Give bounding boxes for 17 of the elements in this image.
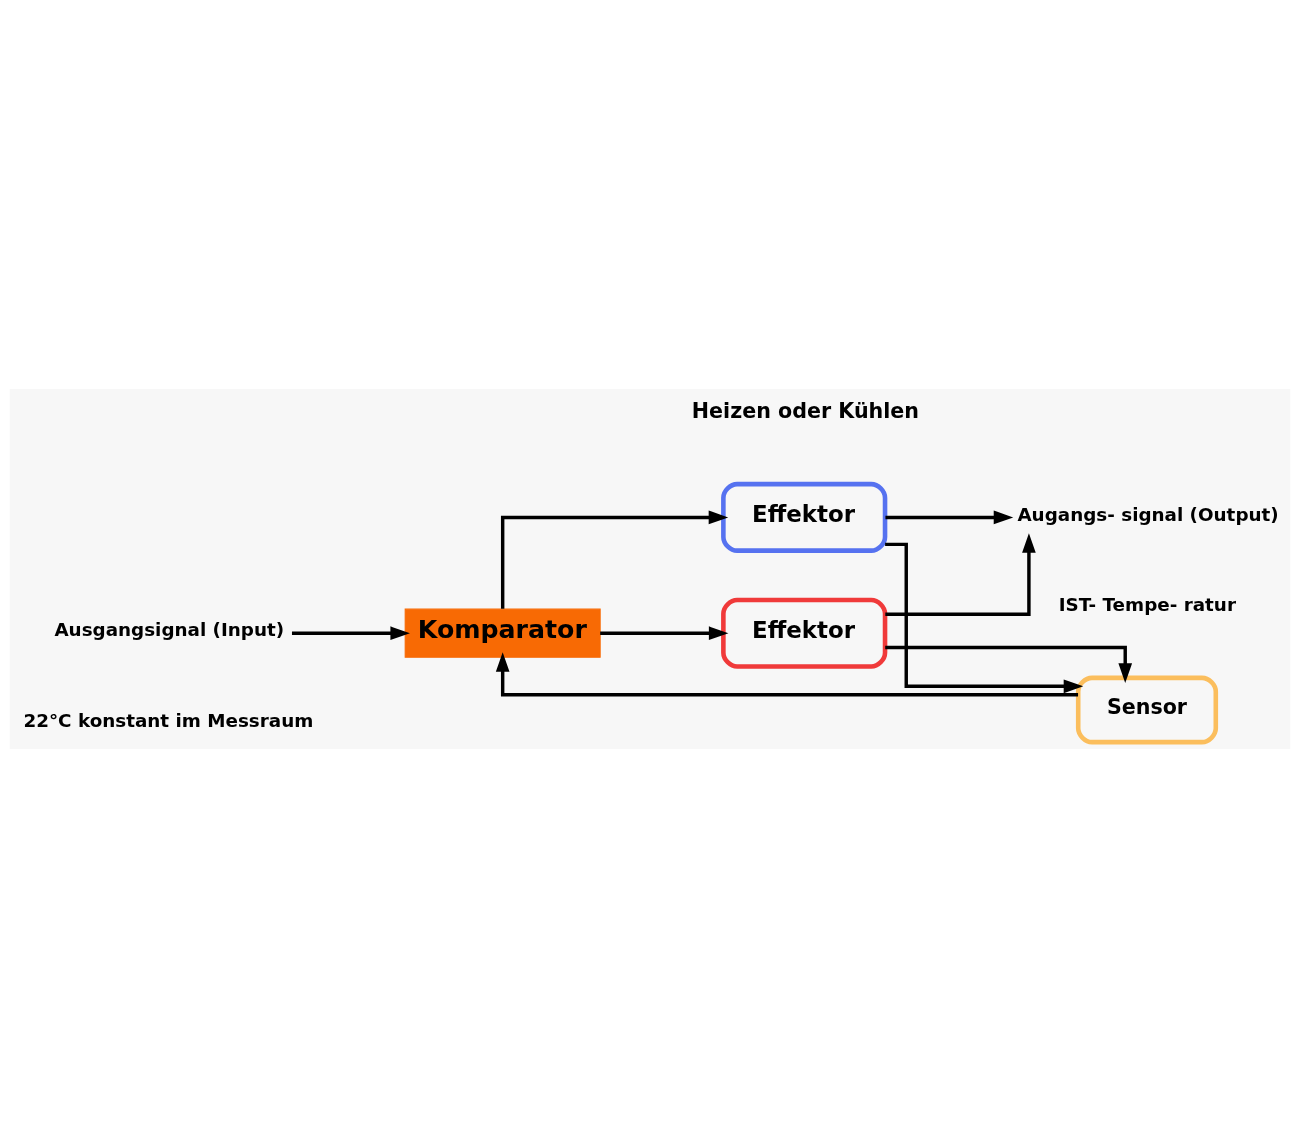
arrow [600,625,729,640]
label: 22°C konstant im Messraum [23,709,314,731]
arrow [885,645,1133,683]
node-text: Augangs- signal (Output) [1017,503,1279,525]
arrow [885,532,1036,616]
node-box: Komparator [404,608,601,658]
arrow [291,625,410,640]
label: IST- Tempe- ratur [1058,593,1236,615]
arrow [500,510,729,609]
node-box: Effektor [721,597,888,669]
label: Heizen oder Kühlen [691,398,920,423]
arrow [885,542,1084,693]
node-box: Effektor [721,481,888,553]
arrow [495,651,1079,696]
node-text: Ausgangsignal (Input) [54,618,285,640]
arrow [885,510,1014,524]
node-box: Sensor [1075,675,1219,744]
